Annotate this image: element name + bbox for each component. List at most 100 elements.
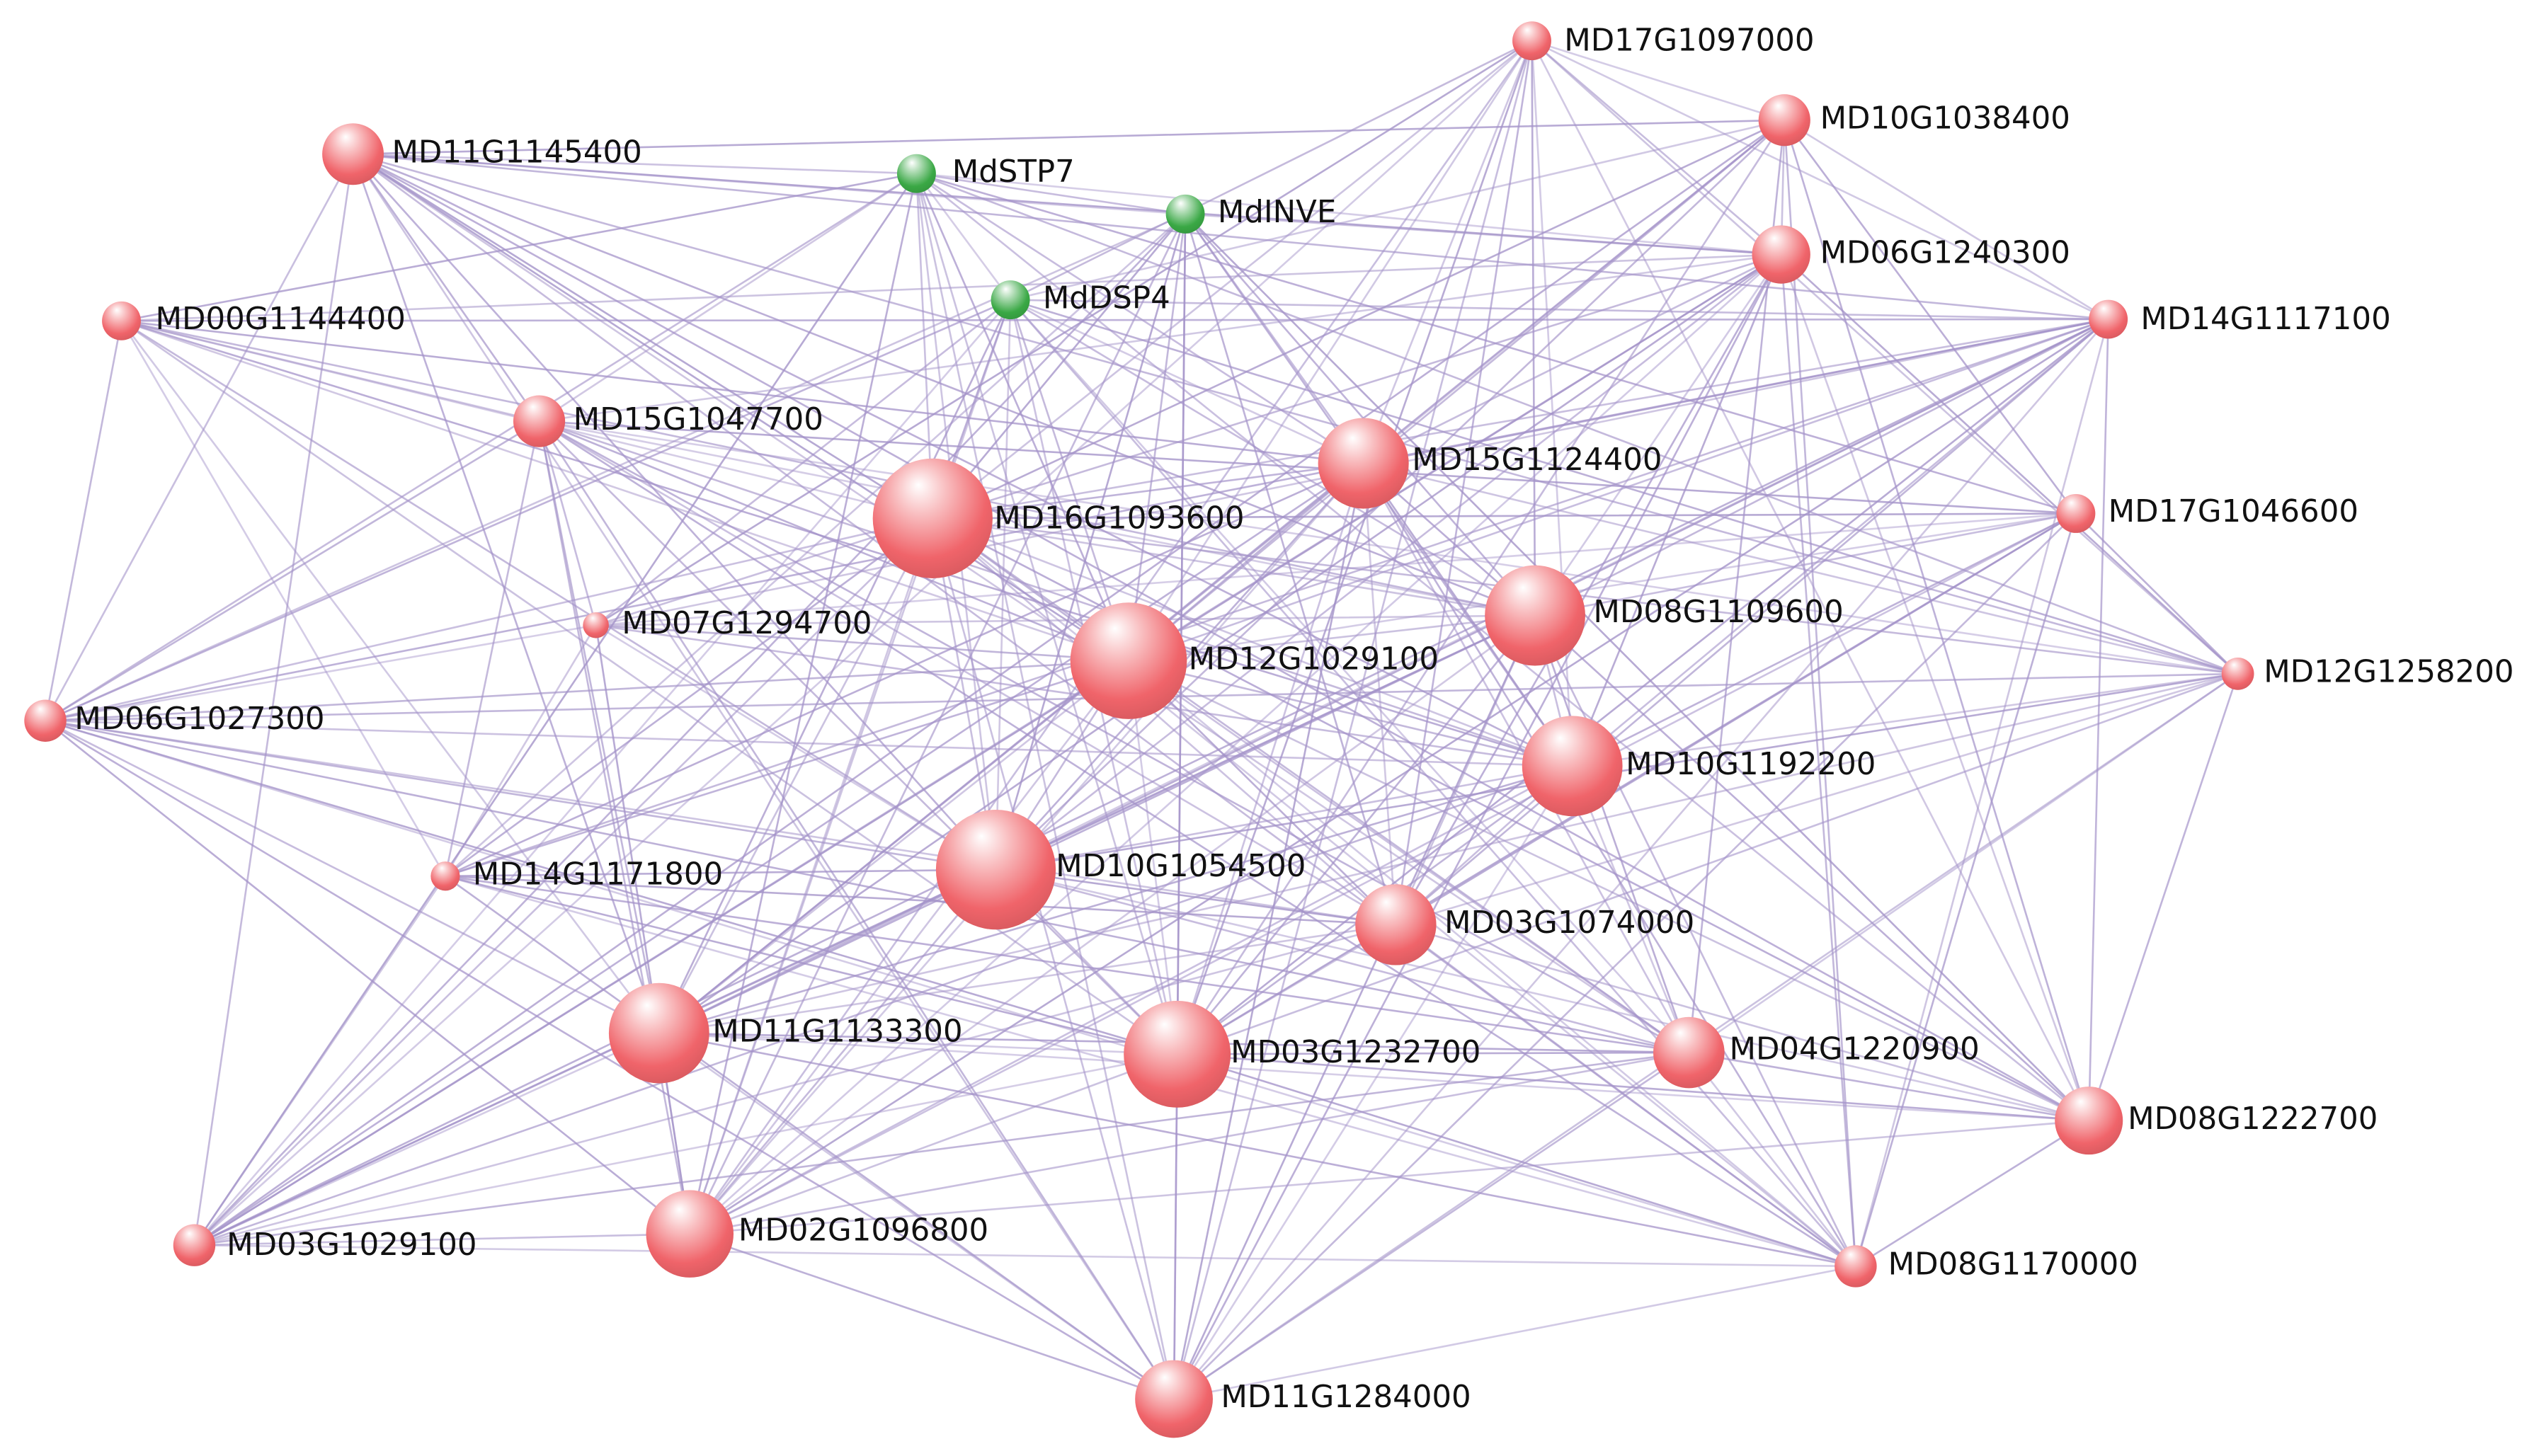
node-circle bbox=[608, 982, 709, 1084]
network-node: MD15G1047700 bbox=[513, 395, 823, 447]
node-label: MD06G1240300 bbox=[1820, 235, 2070, 270]
network-edge bbox=[688, 614, 1536, 1235]
network-edge bbox=[1127, 40, 1533, 662]
network-edge bbox=[595, 614, 1536, 626]
network-edge bbox=[931, 517, 1536, 617]
network-edge bbox=[595, 624, 997, 871]
network-edge bbox=[931, 517, 1573, 767]
network-edge bbox=[1571, 253, 1783, 767]
network-edge bbox=[995, 869, 1397, 926]
network-edge bbox=[1172, 1053, 1178, 1400]
network-edge bbox=[658, 1032, 2090, 1122]
network-node: MD17G1046600 bbox=[2056, 494, 2358, 533]
network-node: MD11G1284000 bbox=[1135, 1360, 1471, 1438]
node-label: MD04G1220900 bbox=[1730, 1031, 1980, 1067]
node-label: MD02G1096800 bbox=[738, 1213, 988, 1249]
network-node: MdSTP7 bbox=[896, 154, 1075, 193]
node-label: MD14G1117100 bbox=[2140, 302, 2390, 337]
network-edge bbox=[1009, 299, 1364, 464]
network-node: MD11G1133300 bbox=[608, 982, 963, 1084]
network-node: MD11G1145400 bbox=[322, 123, 642, 185]
network-edge bbox=[658, 672, 2239, 1034]
network-edge bbox=[658, 1032, 1857, 1268]
network-edge bbox=[1009, 299, 1536, 617]
network-edge bbox=[1176, 1053, 1857, 1268]
network-node: MD03G1074000 bbox=[1355, 884, 1694, 965]
network-node: MD12G1258200 bbox=[2221, 655, 2514, 690]
node-label: MdDSP4 bbox=[1043, 280, 1170, 316]
network-node: MD15G1124400 bbox=[1318, 418, 1662, 509]
network-edge bbox=[1362, 462, 1857, 1268]
network-edge bbox=[352, 119, 1786, 156]
node-circle bbox=[1485, 565, 1585, 666]
network-edge bbox=[1395, 672, 2239, 926]
network-edge bbox=[352, 153, 1573, 767]
network-edge bbox=[120, 320, 1364, 464]
network-edge bbox=[1531, 40, 1783, 256]
network-edge bbox=[1362, 462, 1573, 767]
node-layer: MD17G1097000MD10G1038400MD11G1145400MdST… bbox=[24, 21, 2514, 1438]
node-circle bbox=[2089, 299, 2128, 339]
network-edge bbox=[1127, 660, 1397, 926]
network-edge bbox=[1780, 253, 1857, 1268]
node-circle bbox=[1752, 225, 1810, 284]
network-node: MD14G1117100 bbox=[2089, 299, 2391, 339]
network-edge bbox=[1176, 1053, 2090, 1122]
network-edge bbox=[352, 153, 2090, 1122]
network-edge bbox=[1780, 253, 2239, 675]
network-edge bbox=[1571, 672, 2239, 767]
node-label: MD03G1029100 bbox=[227, 1227, 477, 1263]
network-edge bbox=[193, 299, 1012, 1246]
network-edge bbox=[44, 719, 1857, 1268]
network-edge bbox=[120, 320, 540, 423]
network-edge bbox=[931, 318, 2109, 520]
network-edge bbox=[538, 420, 1573, 767]
network-edge bbox=[44, 420, 540, 722]
network-edge bbox=[193, 213, 1187, 1246]
network-edge bbox=[120, 320, 447, 878]
network-edge bbox=[1176, 512, 2077, 1055]
network-edge bbox=[915, 172, 1783, 256]
network-edge bbox=[193, 1032, 661, 1246]
node-circle bbox=[2056, 494, 2096, 533]
network-edge bbox=[193, 462, 1364, 1246]
node-circle bbox=[24, 699, 67, 742]
network-edge bbox=[444, 624, 597, 878]
network-edge bbox=[1362, 253, 1783, 464]
network-node: MD10G1054500 bbox=[935, 809, 1306, 930]
network-edge bbox=[1172, 614, 1536, 1400]
network-edge bbox=[658, 764, 1573, 1034]
network-edge bbox=[538, 420, 1690, 1054]
network-edge bbox=[915, 172, 1187, 215]
network-edge bbox=[688, 660, 1130, 1235]
network-node: MD03G1232700 bbox=[1124, 1000, 1480, 1108]
network-edge bbox=[120, 320, 997, 871]
network-edge bbox=[44, 517, 934, 722]
network-edge bbox=[352, 153, 540, 423]
network-edge bbox=[1184, 213, 1783, 256]
node-label: MD08G1109600 bbox=[1593, 595, 1843, 630]
network-edge bbox=[1127, 512, 2077, 662]
node-label: MD15G1047700 bbox=[574, 402, 823, 437]
network-edge bbox=[995, 764, 1573, 871]
network-edge bbox=[688, 764, 1573, 1235]
network-node: MD16G1093600 bbox=[872, 458, 1245, 578]
network-edge bbox=[1127, 660, 2090, 1122]
node-label: MD17G1046600 bbox=[2109, 494, 2358, 529]
node-circle bbox=[2055, 1087, 2123, 1155]
network-edge bbox=[1854, 1119, 2090, 1268]
network-edge bbox=[193, 1232, 691, 1246]
network-edge bbox=[595, 512, 2077, 626]
network-edge bbox=[120, 318, 2109, 322]
network-edge bbox=[1127, 119, 1786, 662]
network-edge bbox=[1172, 512, 2077, 1400]
network-node: MD07G1294700 bbox=[583, 606, 872, 641]
network-edge bbox=[1009, 40, 1533, 301]
node-circle bbox=[1653, 1016, 1725, 1089]
network-edge bbox=[2087, 672, 2239, 1122]
node-label: MdSTP7 bbox=[952, 154, 1075, 190]
network-edge bbox=[193, 869, 997, 1246]
network-edge bbox=[1534, 614, 2090, 1122]
network-edge bbox=[193, 764, 1573, 1246]
network-edge bbox=[44, 299, 1012, 722]
